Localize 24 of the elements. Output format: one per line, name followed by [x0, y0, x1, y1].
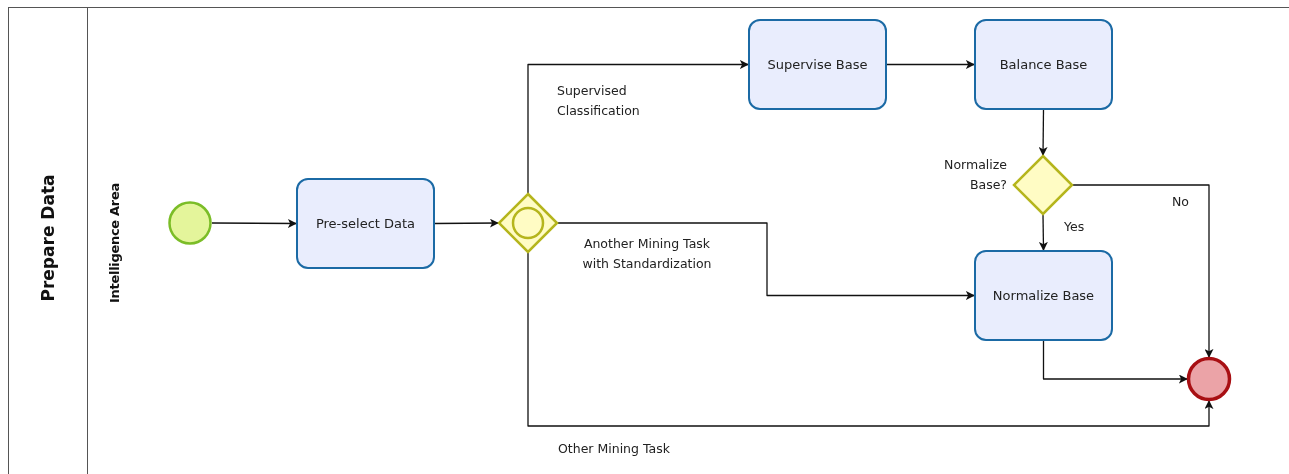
sequence-flow-arrow: [1038, 214, 1048, 251]
task-box: [748, 19, 887, 110]
sequence-flow-arrow: [527, 252, 1214, 427]
sequence-flow-arrow: [434, 218, 499, 228]
task-box: [296, 178, 435, 269]
sequence-flow-arrow: [1038, 109, 1048, 156]
sequence-flow-arrow: [1042, 340, 1188, 384]
sequence-flow-arrow: [211, 218, 297, 228]
task-label: Pre-select Data: [315, 216, 416, 231]
sequence-flow-arrow: [557, 222, 975, 300]
gateway-label: Normalize Base?: [943, 156, 1007, 194]
task-box: [974, 250, 1113, 341]
pool-title: Prepare Data: [38, 174, 58, 302]
sequence-flow-arrow: [886, 60, 975, 69]
event-circle: [1187, 357, 1231, 401]
sequence-flow-arrow: [527, 60, 749, 194]
task-label: Balance Base: [999, 57, 1088, 72]
event-circle: [168, 201, 212, 245]
lane-title: Intelligence Area: [106, 183, 122, 303]
task-box: [974, 19, 1113, 110]
task-label: Supervise Base: [767, 57, 868, 72]
task-label: Normalize Base: [992, 288, 1095, 303]
sequence-flow-arrow: [1072, 184, 1214, 358]
gateway-diamond: [498, 193, 558, 253]
